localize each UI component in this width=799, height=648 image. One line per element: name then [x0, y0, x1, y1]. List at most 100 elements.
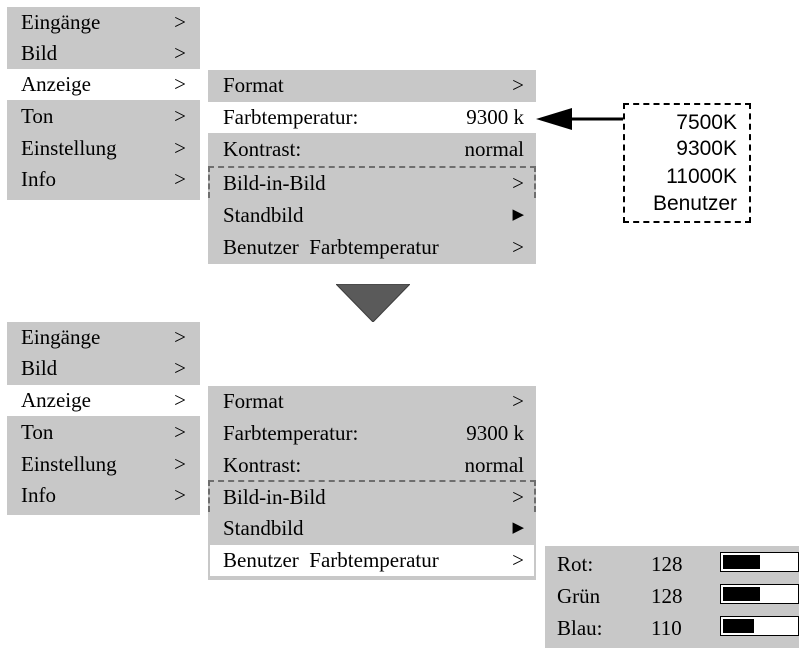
menu-item-label: Ton	[21, 104, 54, 128]
chevron-right-icon: >	[174, 72, 186, 96]
sub-item-kontrast[interactable]: Kontrast: normal	[208, 450, 536, 481]
green-slider[interactable]	[720, 584, 799, 604]
sub-item-value: normal	[464, 137, 524, 161]
menu-item-eingaenge[interactable]: Eingänge >	[7, 322, 200, 353]
divider	[534, 480, 536, 512]
divider	[208, 480, 210, 512]
menu-item-label: Ton	[21, 420, 54, 444]
menu-item-label: Info	[21, 167, 56, 191]
menu-item-info[interactable]: Info >	[7, 164, 200, 195]
sub-item-label: Farbtemperatur:	[223, 105, 359, 129]
chevron-right-icon: >	[512, 548, 524, 572]
menu-item-einstellung[interactable]: Einstellung >	[7, 449, 200, 480]
play-triangle-icon: ▶	[512, 207, 524, 223]
menu-item-bild[interactable]: Bild >	[7, 353, 200, 384]
sub-menu-top: Format > Farbtemperatur: 9300 k Kontrast…	[208, 70, 536, 264]
sub-item-benutzer-farbtemperatur[interactable]: Benutzer Farbtemperatur >	[208, 232, 536, 263]
menu-item-label: Bild	[21, 356, 58, 380]
chevron-right-icon: >	[174, 104, 186, 128]
menu-item-anzeige[interactable]: Anzeige >	[7, 385, 200, 416]
main-menu-bottom: Eingänge > Bild > Anzeige > Ton > Einste…	[7, 322, 200, 515]
sub-item-value: 9300 k	[466, 421, 524, 445]
rgb-row-blue[interactable]: Blau: 110	[545, 612, 799, 644]
sub-item-label: Standbild	[223, 516, 304, 540]
rgb-label: Rot:	[557, 552, 594, 576]
chevron-right-icon: >	[174, 388, 186, 412]
sub-menu-bottom: Format > Farbtemperatur: 9300 k Kontrast…	[208, 386, 536, 580]
sub-item-kontrast[interactable]: Kontrast: normal	[208, 134, 536, 165]
rgb-adjust-panel: Rot: 128 Grün 128 Blau: 110	[545, 546, 799, 648]
sub-item-label: Kontrast:	[223, 137, 302, 161]
menu-item-einstellung[interactable]: Einstellung >	[7, 133, 200, 164]
sub-item-label: Benutzer Farbtemperatur	[223, 548, 439, 572]
sub-item-standbild[interactable]: Standbild ▶	[208, 513, 536, 544]
rgb-row-red[interactable]: Rot: 128	[545, 548, 799, 580]
sub-item-bild-in-bild[interactable]: Bild-in-Bild >	[208, 168, 536, 199]
sub-item-benutzer-farbtemperatur[interactable]: Benutzer Farbtemperatur >	[210, 545, 534, 576]
rgb-label: Blau:	[557, 616, 603, 640]
sub-item-label: Standbild	[223, 203, 304, 227]
divider	[208, 166, 536, 168]
menu-item-eingaenge[interactable]: Eingänge >	[7, 7, 200, 38]
rgb-row-green[interactable]: Grün 128	[545, 580, 799, 612]
sub-item-farbtemperatur[interactable]: Farbtemperatur: 9300 k	[208, 418, 536, 449]
menu-item-label: Eingänge	[21, 325, 101, 349]
sub-item-label: Kontrast:	[223, 453, 302, 477]
menu-item-label: Einstellung	[21, 136, 117, 160]
sub-item-value: normal	[464, 453, 524, 477]
chevron-right-icon: >	[174, 325, 186, 349]
chevron-right-icon: >	[174, 136, 186, 160]
divider	[208, 480, 536, 482]
chevron-right-icon: >	[512, 73, 524, 97]
main-menu-top: Eingänge > Bild > Anzeige > Ton > Einste…	[7, 7, 200, 200]
menu-item-info[interactable]: Info >	[7, 480, 200, 511]
divider	[208, 166, 210, 198]
rgb-value: 128	[651, 552, 683, 576]
menu-item-label: Anzeige	[21, 72, 91, 96]
slider-fill	[723, 619, 754, 633]
menu-item-label: Bild	[21, 41, 58, 65]
option-9300k[interactable]: 9300K	[676, 137, 737, 160]
option-benutzer[interactable]: Benutzer	[652, 192, 737, 215]
chevron-right-icon: >	[174, 167, 186, 191]
chevron-right-icon: >	[174, 452, 186, 476]
sub-item-label: Format	[223, 389, 284, 413]
chevron-right-icon: >	[512, 235, 524, 259]
sub-item-bild-in-bild[interactable]: Bild-in-Bild >	[208, 482, 536, 513]
sub-item-farbtemperatur[interactable]: Farbtemperatur: 9300 k	[208, 102, 536, 133]
down-triangle-icon	[336, 284, 410, 322]
rgb-value: 110	[651, 616, 682, 640]
rgb-value: 128	[651, 584, 683, 608]
sub-item-label: Benutzer Farbtemperatur	[223, 235, 439, 259]
menu-item-anzeige[interactable]: Anzeige >	[7, 69, 200, 100]
sub-item-label: Bild-in-Bild	[223, 485, 326, 509]
sub-item-format[interactable]: Format >	[208, 70, 536, 101]
sub-item-label: Bild-in-Bild	[223, 171, 326, 195]
slider-fill	[723, 587, 760, 601]
menu-item-ton[interactable]: Ton >	[7, 417, 200, 448]
menu-item-label: Anzeige	[21, 388, 91, 412]
chevron-right-icon: >	[512, 171, 524, 195]
menu-item-label: Eingänge	[21, 10, 101, 34]
pointer-arrow-icon	[536, 108, 624, 130]
red-slider[interactable]	[720, 552, 799, 572]
play-triangle-icon: ▶	[512, 520, 524, 536]
chevron-right-icon: >	[174, 10, 186, 34]
menu-item-label: Einstellung	[21, 452, 117, 476]
menu-item-ton[interactable]: Ton >	[7, 101, 200, 132]
sub-item-format[interactable]: Format >	[208, 386, 536, 417]
menu-item-label: Info	[21, 483, 56, 507]
blue-slider[interactable]	[720, 616, 799, 636]
option-7500k[interactable]: 7500K	[676, 111, 737, 134]
menu-item-bild[interactable]: Bild >	[7, 38, 200, 69]
sub-item-standbild[interactable]: Standbild ▶	[208, 200, 536, 231]
sub-item-label: Farbtemperatur:	[223, 421, 359, 445]
chevron-right-icon: >	[174, 483, 186, 507]
chevron-right-icon: >	[174, 420, 186, 444]
color-temperature-options: 7500K 9300K 11000K Benutzer	[623, 103, 751, 223]
chevron-right-icon: >	[174, 41, 186, 65]
slider-fill	[723, 555, 760, 569]
chevron-right-icon: >	[512, 389, 524, 413]
chevron-right-icon: >	[174, 356, 186, 380]
option-11000k[interactable]: 11000K	[666, 165, 737, 188]
